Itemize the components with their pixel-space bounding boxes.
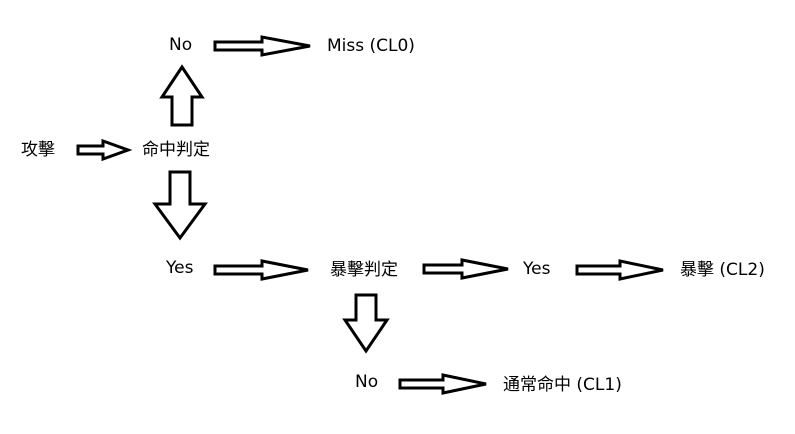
arrow-yes-to-crit-check <box>213 259 309 281</box>
node-attack: 攻擊 <box>21 140 55 160</box>
arrow-crit-check-to-yes <box>422 258 509 280</box>
arrow-yes-to-crit <box>575 259 664 281</box>
node-no-bottom: No <box>355 372 379 392</box>
node-yes-left: Yes <box>166 258 194 278</box>
arrow-no-to-miss <box>213 35 311 57</box>
arrow-no-to-normal-hit <box>398 373 487 395</box>
arrow-attack-to-hit-check <box>76 138 133 162</box>
arrow-crit-check-to-no <box>342 293 390 354</box>
node-hit-check: 命中判定 <box>142 140 210 160</box>
node-no-top: No <box>169 35 193 55</box>
node-crit: 暴擊 (CL2) <box>680 260 765 280</box>
node-miss: Miss (CL0) <box>327 36 415 56</box>
node-crit-check: 暴擊判定 <box>330 260 398 280</box>
arrow-hit-check-to-no <box>159 64 205 127</box>
arrow-hit-check-to-yes <box>152 170 208 241</box>
node-yes-right: Yes <box>523 259 551 279</box>
node-normal-hit: 通常命中 (CL1) <box>503 375 622 395</box>
